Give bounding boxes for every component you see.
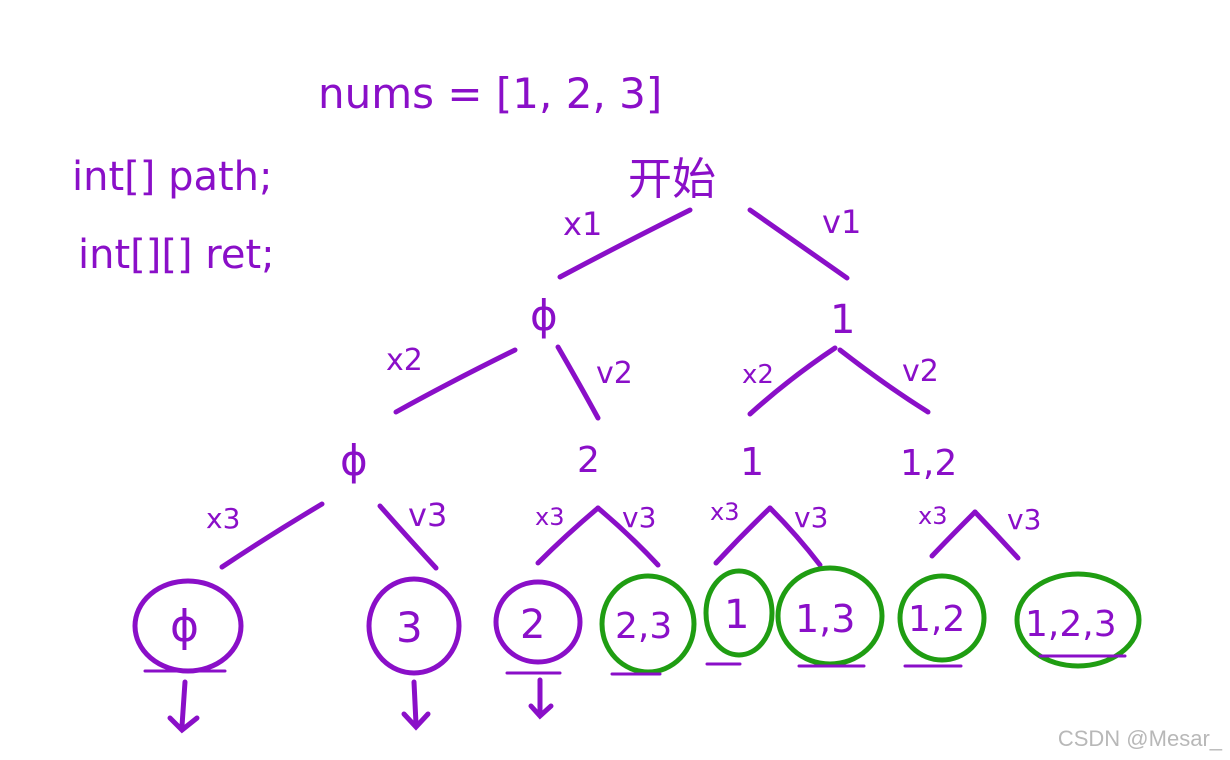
edge-x2-left bbox=[393, 347, 518, 415]
leaf-ring-6 bbox=[775, 565, 885, 667]
down-arrow-icon bbox=[528, 677, 554, 720]
label-v2-left: v2 bbox=[596, 356, 633, 391]
level1-node-left: ϕ bbox=[530, 291, 558, 340]
edge-v3-c bbox=[767, 505, 823, 568]
nums-text: nums = [1, 2, 3] bbox=[318, 69, 662, 118]
label-x3-a: x3 bbox=[206, 502, 240, 535]
down-arrow-icon bbox=[167, 679, 200, 734]
leaf-label-8: 1,2,3 bbox=[1025, 604, 1117, 645]
level1-node-right: 1 bbox=[830, 297, 855, 343]
label-v2-right: v2 bbox=[902, 354, 939, 389]
label-x3-c: x3 bbox=[710, 498, 739, 526]
root-node: 开始 bbox=[628, 154, 716, 205]
leaf-ring-5 bbox=[703, 568, 775, 658]
leaf-label-4: 2,3 bbox=[615, 606, 672, 647]
leaf-label-7: 1,2 bbox=[908, 599, 965, 640]
leaf-ring-4 bbox=[599, 573, 697, 675]
level2-node-4: 1,2 bbox=[900, 443, 957, 484]
level2-node-3: 1 bbox=[740, 440, 764, 484]
label-v1: v1 bbox=[822, 203, 861, 241]
label-v3-c: v3 bbox=[794, 501, 828, 534]
ret-declaration: int[][] ret; bbox=[78, 232, 275, 278]
edge-v2-right bbox=[837, 347, 931, 415]
label-v3-b: v3 bbox=[622, 501, 656, 534]
edge-v1 bbox=[747, 207, 850, 281]
leaf-label-6: 1,3 bbox=[795, 597, 855, 641]
label-x3-d: x3 bbox=[918, 502, 947, 530]
leaf-ring-2 bbox=[366, 576, 462, 676]
edge-x1 bbox=[557, 207, 693, 280]
leaf-label-3: 2 bbox=[520, 602, 545, 648]
label-x1: x1 bbox=[563, 205, 602, 243]
edge-v3-d bbox=[972, 509, 1021, 561]
leaf-label-1: ϕ bbox=[170, 601, 199, 652]
level2-node-1: ϕ bbox=[340, 436, 368, 485]
leaf-ring-7 bbox=[897, 573, 987, 663]
edge-x3-d bbox=[929, 509, 978, 559]
down-arrow-icon bbox=[401, 679, 431, 731]
leaf-ring-8 bbox=[1014, 571, 1142, 669]
label-x2-right: x2 bbox=[742, 360, 774, 390]
label-x2-left: x2 bbox=[386, 343, 423, 378]
edge-x2-right bbox=[747, 345, 838, 417]
label-v3-d: v3 bbox=[1007, 503, 1041, 536]
edge-x3-b bbox=[535, 505, 601, 566]
leaf-label-2: 3 bbox=[396, 603, 423, 652]
label-x3-b: x3 bbox=[535, 503, 564, 531]
edge-x3-c bbox=[713, 505, 773, 566]
level2-node-2: 2 bbox=[577, 440, 600, 481]
leaf-ring-3 bbox=[493, 579, 583, 665]
edge-v3-b bbox=[595, 505, 661, 568]
edge-v3-a bbox=[377, 503, 439, 571]
path-declaration: int[] path; bbox=[72, 154, 273, 200]
edge-x3-a bbox=[219, 501, 325, 570]
edge-v2-left bbox=[555, 344, 601, 421]
leaf-label-5: 1 bbox=[724, 592, 749, 638]
watermark: CSDN @Mesar_ bbox=[1057, 726, 1222, 751]
label-v3-a: v3 bbox=[408, 496, 447, 534]
